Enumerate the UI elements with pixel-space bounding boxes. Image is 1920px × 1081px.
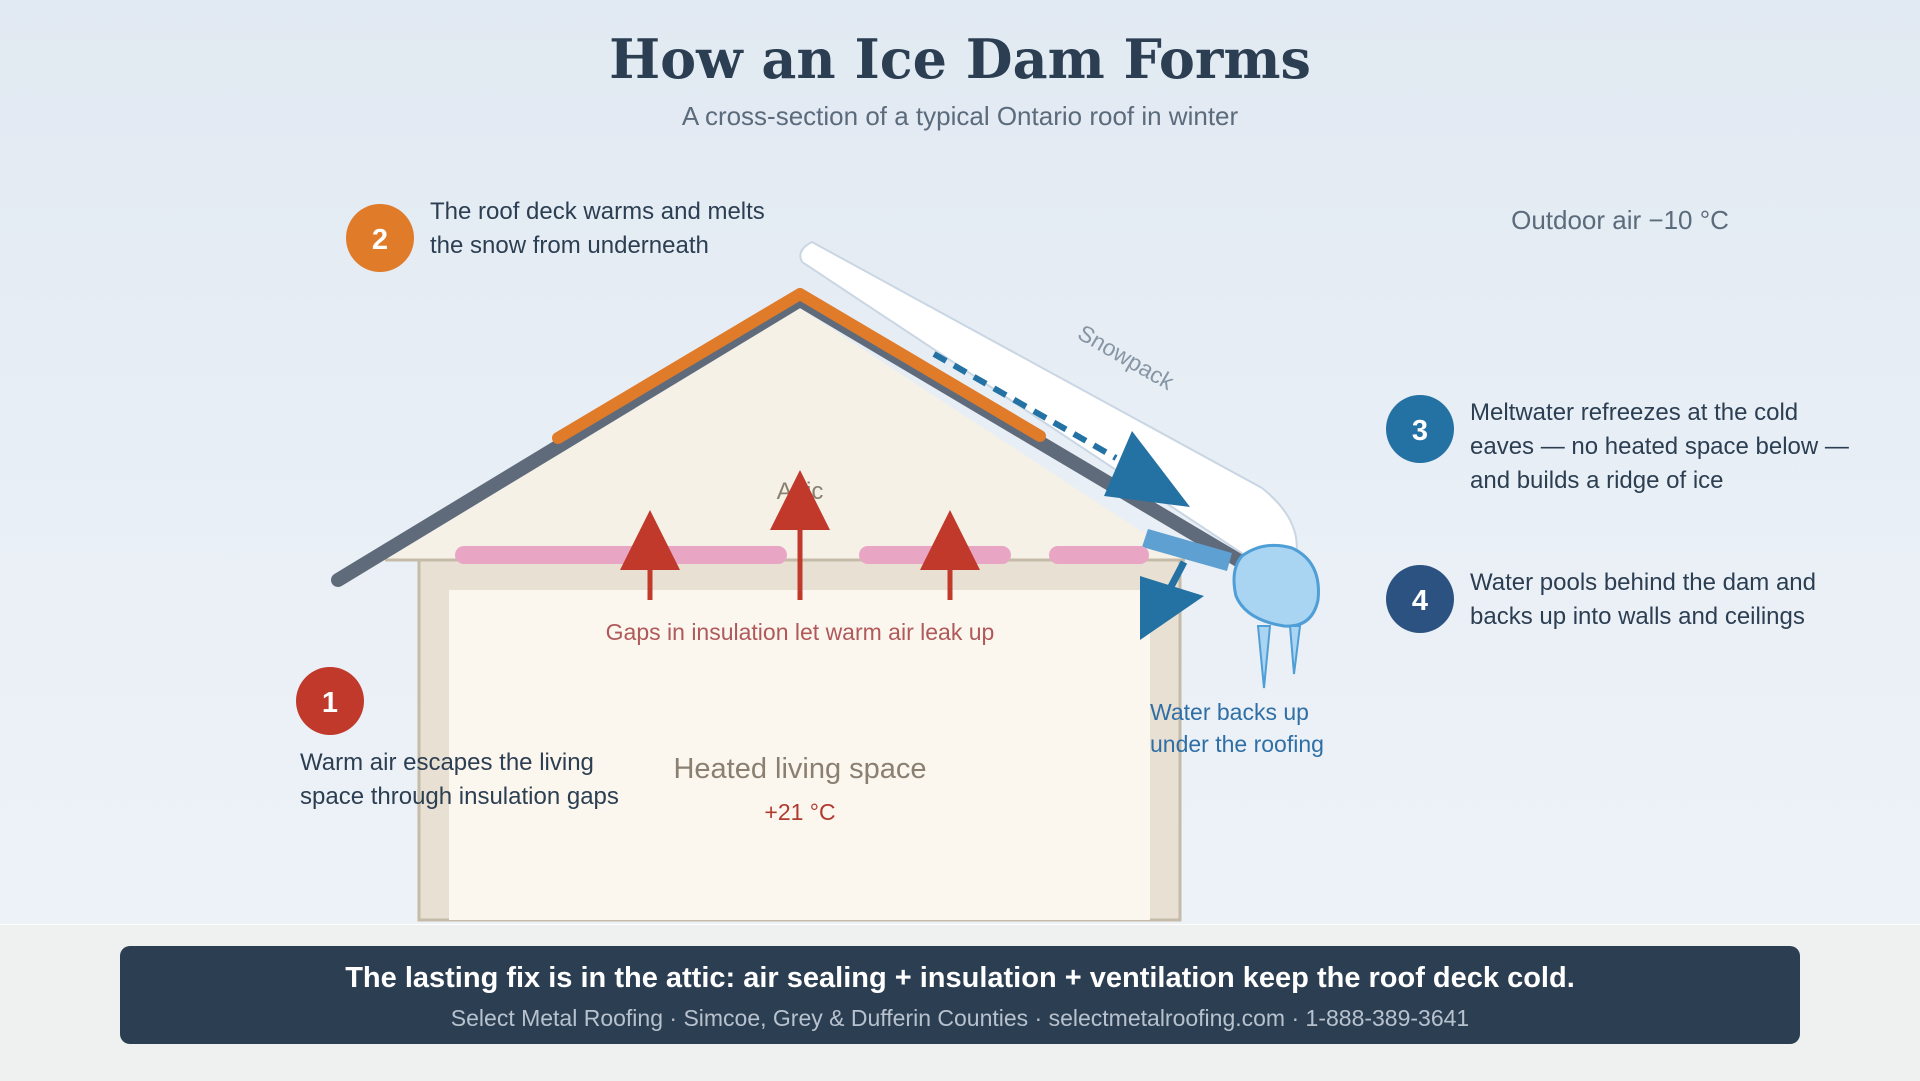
step-2-badge — [346, 204, 414, 272]
step-1-number: 1 — [322, 687, 338, 719]
page-title: How an Ice Dam Forms — [609, 27, 1311, 91]
warm-air-arrow-icon — [770, 470, 830, 530]
step-3-badge — [1386, 395, 1454, 463]
step-1: 1 Warm air escapes the living space thro… — [296, 667, 619, 810]
step-2-text-line1: The roof deck warms and melts — [430, 198, 765, 225]
step-4-text-line2: backs up into walls and ceilings — [1470, 603, 1805, 630]
step-1-badge — [296, 667, 364, 735]
icicle-icon — [1256, 625, 1272, 689]
indoor-temp-label: +21 °C — [764, 799, 835, 825]
step-4-number: 4 — [1412, 585, 1428, 617]
step-4-badge — [1386, 565, 1454, 633]
step-4-text-line1: Water pools behind the dam and — [1470, 569, 1816, 596]
snowpack-label: Snowpack — [1074, 319, 1179, 395]
step-3-text-line2: eaves — no heated space below — — [1470, 433, 1849, 460]
step-1-text-line2: space through insulation gaps — [300, 783, 619, 810]
step-2-text-line2: the snow from underneath — [430, 232, 709, 259]
pooled-water — [1142, 529, 1232, 571]
step-4: 4 Water pools behind the dam and backs u… — [1386, 565, 1816, 633]
warm-air-arrow-icon — [620, 510, 680, 570]
warm-air-arrow-icon — [920, 510, 980, 570]
step-1-text-line1: Warm air escapes the living — [300, 749, 594, 776]
step-3-text-line3: and builds a ridge of ice — [1470, 467, 1724, 494]
insulation-gaps-label: Gaps in insulation let warm air leak up — [606, 619, 995, 645]
water-backup-arrow-icon — [1140, 576, 1204, 640]
living-space-label: Heated living space — [673, 753, 926, 785]
attic-space — [385, 308, 1185, 560]
step-3-number: 3 — [1412, 415, 1428, 447]
step-3-text-line1: Meltwater refreezes at the cold — [1470, 399, 1798, 426]
step-2: 2 The roof deck warms and melts the snow… — [346, 198, 765, 272]
banner-headline: The lasting fix is in the attic: air sea… — [345, 962, 1575, 994]
page-subtitle: A cross-section of a typical Ontario roo… — [682, 101, 1239, 131]
bottom-banner: The lasting fix is in the attic: air sea… — [120, 946, 1800, 1044]
step-2-number: 2 — [372, 224, 388, 256]
warm-roof-section — [552, 288, 1046, 444]
outdoor-air-label: Outdoor air −10 °C — [1511, 205, 1729, 235]
meltwater-arrow-icon — [1104, 431, 1190, 507]
water-backup-label-line2: under the roofing — [1150, 731, 1324, 757]
living-space-interior — [449, 590, 1150, 920]
icicle-icon — [1288, 625, 1302, 675]
banner-contact-footer: Select Metal Roofing · Simcoe, Grey & Du… — [450, 1005, 1470, 1031]
meltwater-flow-line — [932, 351, 1118, 461]
water-backup-label-line1: Water backs up — [1150, 699, 1309, 725]
step-3: 3 Meltwater refreezes at the cold eaves … — [1386, 395, 1849, 494]
ice-dam — [1232, 543, 1320, 628]
